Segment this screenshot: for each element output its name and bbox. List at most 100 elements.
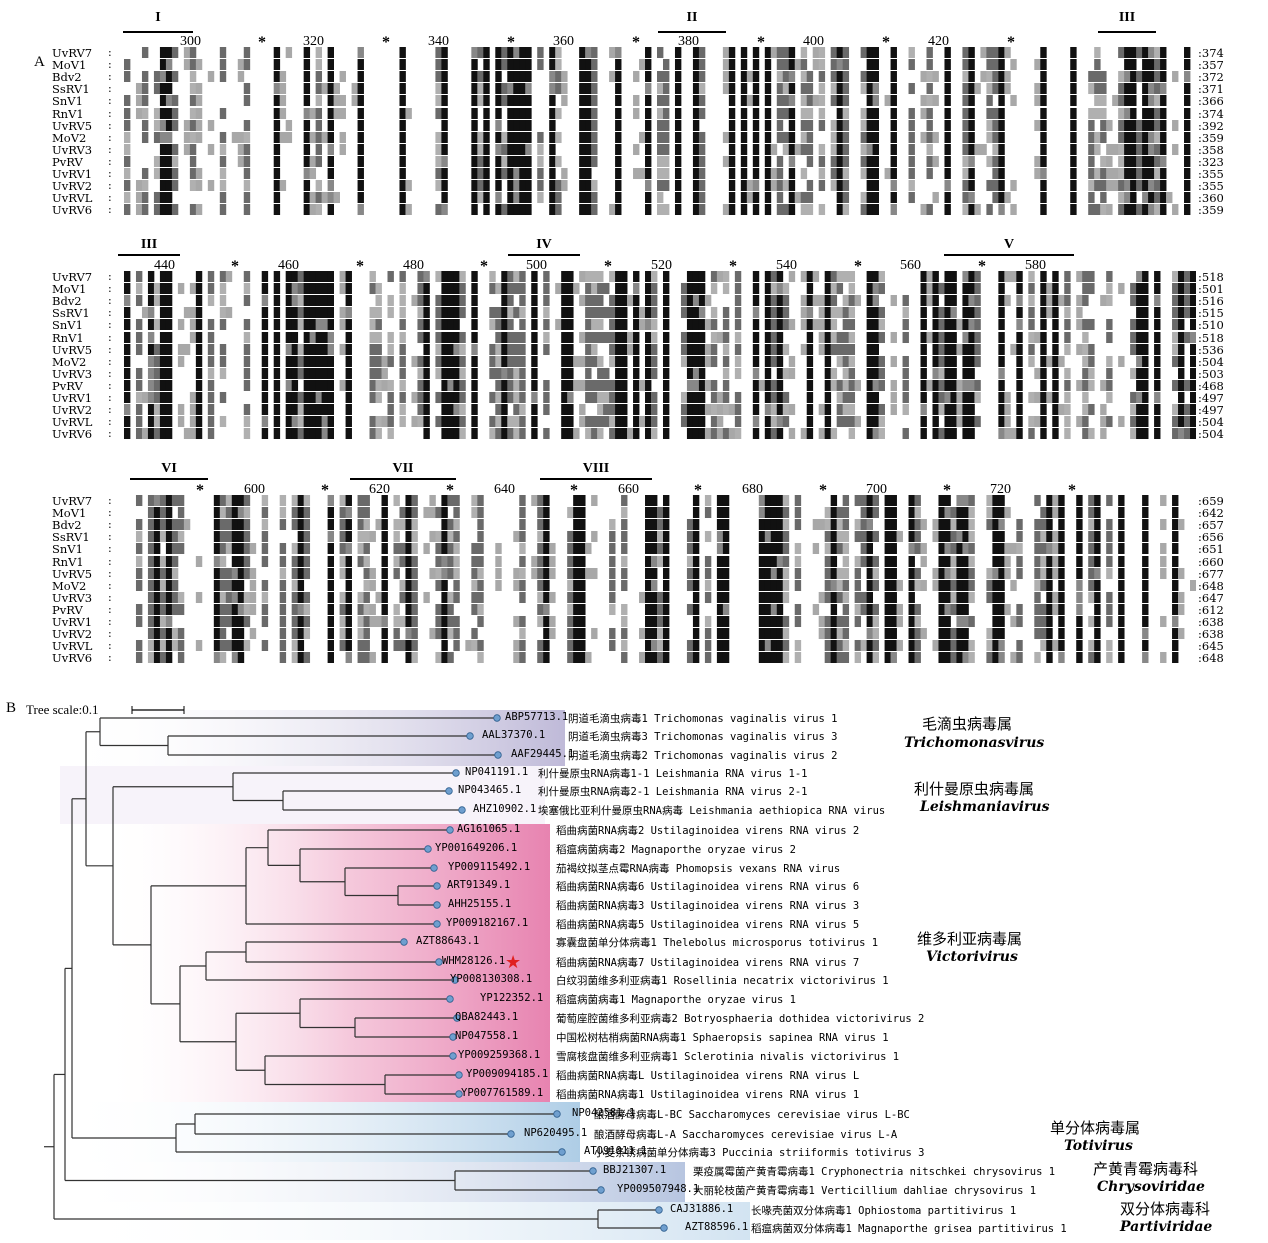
alignment-row: UvRV6::648: [0, 651, 1268, 666]
residue-cell: [920, 131, 927, 143]
residue-cell: [680, 331, 688, 343]
residue-cell: [842, 628, 850, 640]
leaf-species-label: 大丽轮枝菌产黄青霉病毒1 Verticillium dahliae chryso…: [693, 1185, 1037, 1197]
residue-cell: [776, 319, 784, 331]
residue-cell: [507, 355, 514, 367]
residue-cell: [447, 591, 454, 603]
residue-cell: [764, 71, 772, 83]
residue-cell: [243, 567, 251, 579]
residue-cell: [657, 543, 664, 555]
residue-cell: [680, 416, 688, 428]
residue-cell: [836, 71, 844, 83]
residue-cell: [135, 404, 143, 416]
sequence-shading: [123, 271, 1196, 282]
residue-cell: [764, 107, 772, 119]
residue-cell: [956, 379, 963, 391]
residue-cell: [453, 591, 460, 603]
residue-cell: [998, 180, 1005, 192]
residue-cell: [1148, 95, 1155, 107]
sequence-shading: [135, 495, 1179, 506]
residue-cell: [1034, 579, 1041, 591]
residue-cell: [1184, 271, 1191, 282]
residue-cell: [962, 652, 969, 664]
residue-cell: [692, 567, 700, 579]
residue-cell: [441, 295, 448, 307]
residue-cell: [477, 155, 484, 167]
residue-cell: [543, 319, 550, 331]
residue-cell: [1172, 495, 1179, 506]
residue-cell: [686, 283, 694, 295]
residue-cell: [633, 428, 640, 440]
residue-cell: [657, 628, 664, 640]
residue-cell: [764, 192, 772, 204]
residue-cell: [183, 519, 191, 531]
residue-cell: [824, 555, 832, 567]
residue-cell: [962, 119, 969, 131]
residue-cell: [890, 131, 897, 143]
residue-cell: [225, 543, 233, 555]
residue-cell: [920, 204, 927, 216]
residue-cell: [327, 416, 334, 428]
residue-cell: [1136, 319, 1143, 331]
residue-cell: [1016, 616, 1023, 627]
residue-cell: [1034, 119, 1041, 131]
residue-cell: [968, 379, 975, 391]
residue-cell: [734, 367, 742, 379]
residue-cell: [519, 579, 526, 591]
residue-cell: [752, 143, 760, 155]
residue-cell: [441, 180, 448, 192]
residue-cell: [441, 616, 448, 627]
residue-cell: [645, 319, 652, 331]
residue-cell: [243, 271, 251, 282]
residue-cell: [1154, 355, 1161, 367]
residue-cell: [567, 404, 574, 416]
residue-cell: [950, 428, 957, 440]
residue-cell: [153, 343, 161, 355]
residue-cell: [740, 155, 748, 167]
residue-cell: [213, 519, 221, 531]
residue-cell: [441, 143, 448, 155]
residue-cell: [615, 428, 622, 440]
residue-cell: [447, 319, 454, 331]
residue-cell: [956, 392, 963, 403]
residue-cell: [998, 95, 1005, 107]
residue-cell: [435, 83, 442, 95]
residue-cell: [507, 204, 514, 216]
residue-cell: [890, 295, 897, 307]
residue-cell: [812, 271, 820, 282]
residue-cell: [555, 47, 562, 58]
residue-cell: [507, 331, 514, 343]
residue-cell: [285, 392, 293, 403]
residue-cell: [393, 616, 400, 627]
residue-cell: [369, 392, 376, 403]
residue-cell: [543, 519, 550, 531]
residue-cell: [830, 379, 838, 391]
ruler-star: *: [978, 258, 986, 275]
residue-cell: [1118, 507, 1125, 519]
residue-cell: [435, 628, 442, 640]
residue-cell: [1058, 579, 1065, 591]
group-label-cn: 产黄青霉病毒科: [1093, 1160, 1199, 1178]
residue-cell: [321, 428, 329, 440]
residue-cell: [243, 331, 251, 343]
sequence-name: MoV2: [52, 354, 87, 369]
residue-cell: [1166, 192, 1173, 204]
residue-cell: [764, 95, 772, 107]
residue-cell: [471, 392, 478, 403]
residue-cell: [261, 616, 269, 627]
residue-cell: [621, 495, 628, 506]
residue-cell: [1124, 192, 1131, 204]
residue-cell: [692, 531, 700, 543]
sequence-end-position: :648: [1198, 651, 1224, 666]
residue-cell: [722, 495, 730, 506]
residue-cell: [944, 404, 951, 416]
residue-cell: [603, 392, 610, 403]
residue-cell: [944, 616, 951, 627]
residue-cell: [567, 416, 574, 428]
residue-cell: [633, 404, 640, 416]
residue-cell: [615, 47, 622, 58]
residue-cell: [1130, 283, 1137, 295]
alignment-row: RnV1::660: [0, 554, 1268, 569]
residue-cell: [621, 543, 628, 555]
sequence-end-position: :660: [1198, 554, 1224, 569]
